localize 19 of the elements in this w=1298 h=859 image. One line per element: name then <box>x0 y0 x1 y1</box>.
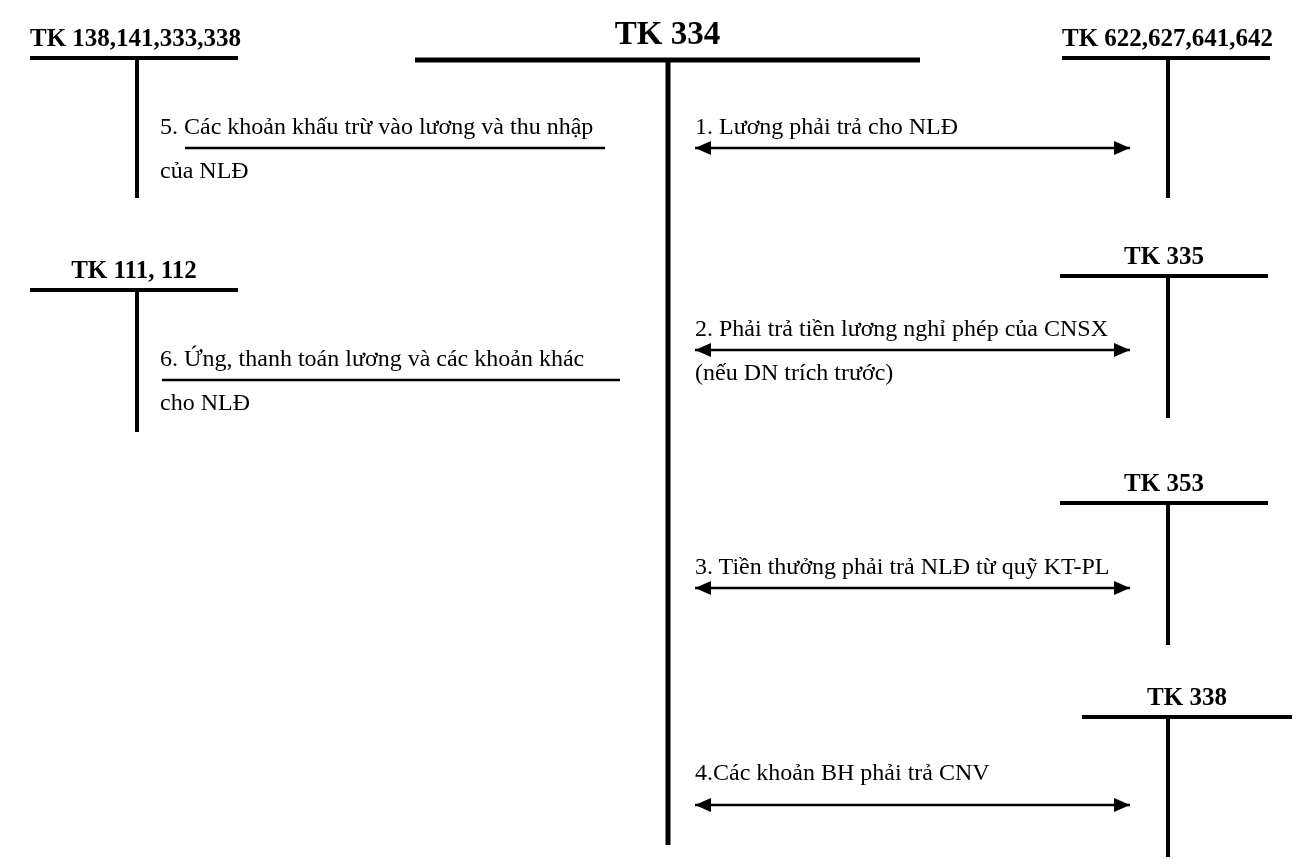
edge-label: 3. Tiền thưởng phải trả NLĐ từ quỹ KT-PL <box>695 552 1111 581</box>
arrow <box>695 141 1130 155</box>
account-title: TK 622,627,641,642 <box>1062 24 1270 53</box>
arrow <box>695 581 1130 595</box>
edge-label: 1. Lương phải trả cho NLĐ <box>695 112 959 141</box>
edge-label: 2. Phải trả tiền lương nghỉ phép của CNSX (nếu DN trích trước) <box>695 314 1109 387</box>
arrow <box>695 343 1130 357</box>
connector-line <box>162 378 620 382</box>
arrow <box>695 798 1130 812</box>
account-title: TK 334 <box>613 15 722 54</box>
edge-label: 4.Các khoản BH phải trả CNV <box>695 758 991 787</box>
account-title: TK 353 <box>1123 469 1205 498</box>
account-title: TK 338 <box>1146 683 1228 712</box>
edge-label: 6. Ứng, thanh toán lương và các khoản khác cho NLĐ <box>160 344 586 417</box>
edge-label: 5. Các khoản khấu trừ vào lương và thu nhập của NLĐ <box>160 112 595 185</box>
connector-line <box>185 146 605 150</box>
account-title: TK 335 <box>1123 242 1205 271</box>
account-title: TK 138,141,333,338 <box>30 24 238 53</box>
account-title: TK 111, 112 <box>70 256 198 285</box>
